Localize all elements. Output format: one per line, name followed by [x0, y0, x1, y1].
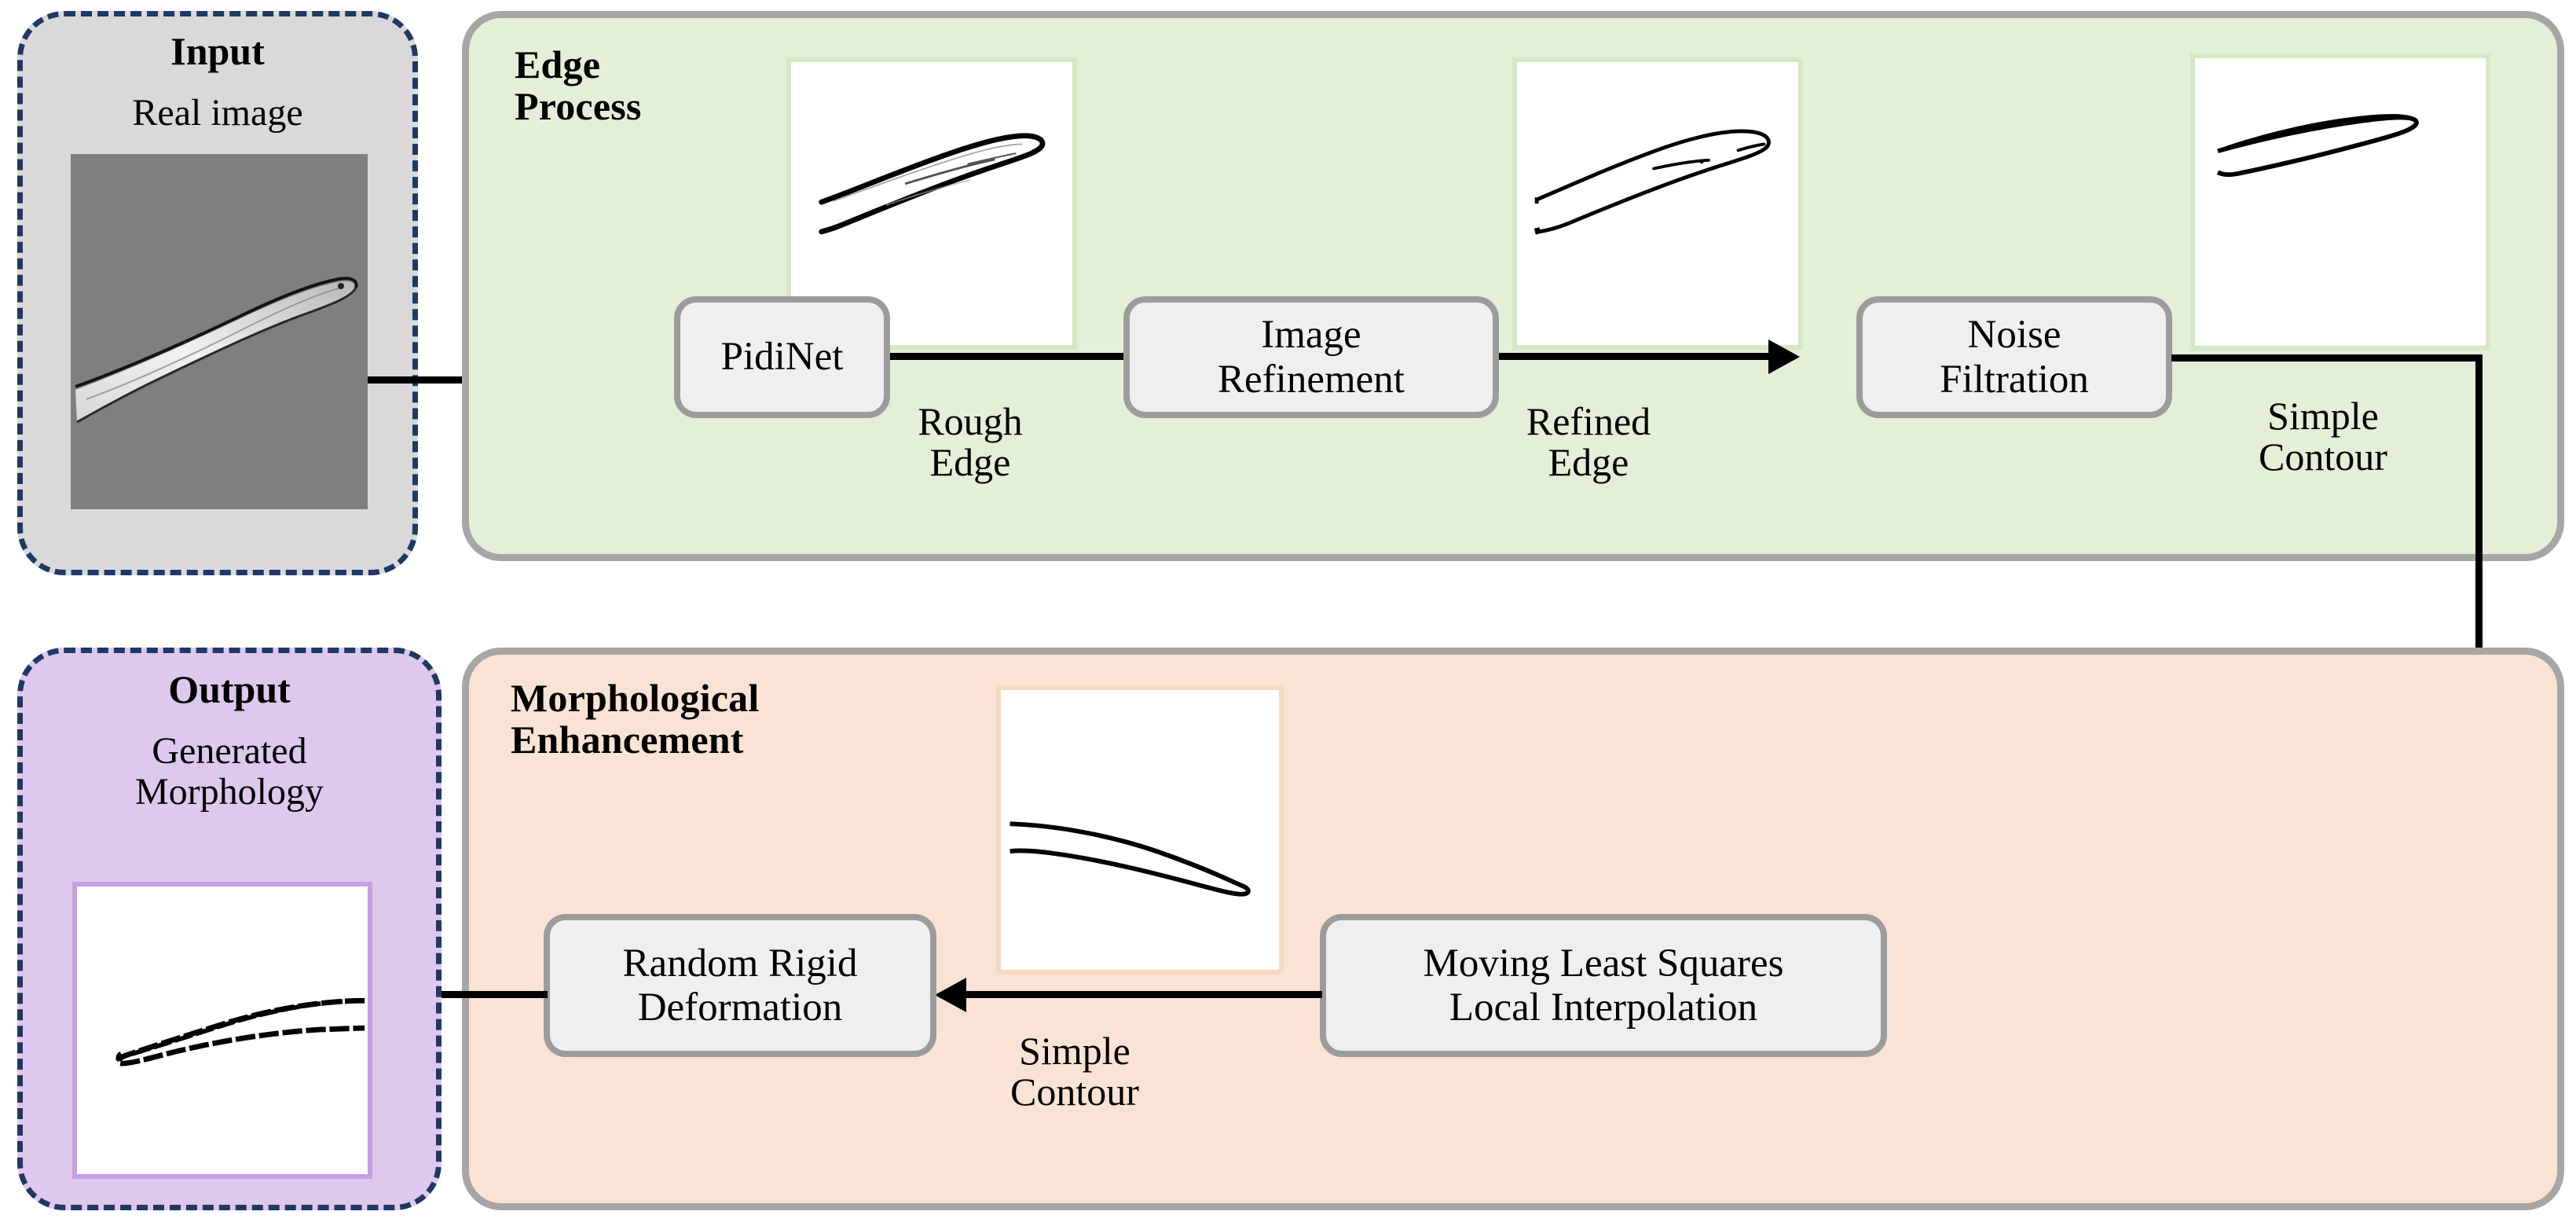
noise-filtration-line2: Filtration	[1940, 357, 2089, 402]
label-simple-contour-morph-line1: Simple	[1019, 1029, 1130, 1073]
arrow-refinement-to-noise-head	[1768, 340, 1800, 374]
input-image-caption: Real image	[132, 92, 303, 134]
arrow-mls-to-deformation-line	[965, 991, 1322, 998]
label-simple-contour-morph: Simple Contour	[949, 1030, 1200, 1112]
output-image-caption: Generated Morphology	[17, 731, 442, 813]
simple-contour-thumbnail	[2190, 53, 2490, 351]
arrow-deformation-to-output-line	[383, 991, 548, 998]
moving-least-squares-process-box[interactable]: Moving Least Squares Local Interpolation	[1320, 914, 1887, 1057]
morph-panel-title: Morphological Enhancement	[511, 677, 1061, 761]
mls-line2: Local Interpolation	[1449, 986, 1758, 1030]
label-rough-edge: Rough Edge	[852, 401, 1088, 483]
morph-panel-title-line1: Morphological	[511, 676, 760, 720]
label-rough-edge-line1: Rough	[918, 399, 1023, 443]
label-simple-contour-edge: Simple Contour	[2197, 395, 2449, 477]
image-refinement-line1: Image	[1261, 313, 1361, 358]
edge-process-title: Edge Process	[515, 44, 845, 127]
output-panel-title: Output	[168, 667, 291, 711]
connector-top-horizontal	[2171, 354, 2483, 362]
edge-process-title-line1: Edge	[515, 42, 601, 86]
output-caption-line1: Generated	[152, 730, 307, 772]
image-refinement-line2: Refinement	[1218, 357, 1405, 402]
pidinet-process-box[interactable]: PidiNet	[674, 296, 890, 418]
mls-line1: Moving Least Squares	[1423, 941, 1784, 986]
image-refinement-label: Image Refinement	[1218, 313, 1405, 401]
generated-morphology-thumbnail	[72, 882, 372, 1179]
rrd-line2: Deformation	[637, 986, 843, 1030]
label-simple-contour-edge-line1: Simple	[2267, 394, 2379, 438]
output-caption-line2: Morphology	[135, 770, 324, 813]
random-rigid-deformation-process-box[interactable]: Random Rigid Deformation	[544, 914, 936, 1057]
label-rough-edge-line2: Edge	[929, 440, 1011, 484]
label-refined-edge-line2: Edge	[1548, 440, 1629, 484]
noise-filtration-process-box[interactable]: Noise Filtration	[1856, 296, 2172, 418]
moving-least-squares-label: Moving Least Squares Local Interpolation	[1424, 942, 1784, 1030]
arrow-refinement-to-noise-line	[1499, 353, 1770, 360]
noise-filtration-line1: Noise	[1967, 313, 2061, 358]
refined-edge-thumbnail	[1512, 57, 1803, 350]
arrow-mls-to-deformation-head	[935, 978, 966, 1012]
edge-process-title-line2: Process	[515, 84, 642, 128]
pidinet-label: PidiNet	[720, 335, 844, 380]
label-simple-contour-edge-line2: Contour	[2259, 435, 2387, 479]
interpolated-contour-thumbnail	[996, 685, 1284, 975]
label-simple-contour-morph-line2: Contour	[1010, 1070, 1139, 1114]
noise-filtration-label: Noise Filtration	[1940, 313, 2089, 401]
arrow-pidinet-to-refinement-line	[890, 353, 1161, 360]
real-image-thumbnail	[71, 154, 368, 509]
random-rigid-deformation-label: Random Rigid Deformation	[623, 942, 858, 1030]
label-refined-edge-line1: Refined	[1526, 399, 1651, 443]
morph-panel-title-line2: Enhancement	[511, 718, 744, 762]
rrd-line1: Random Rigid	[622, 941, 858, 986]
label-refined-edge: Refined Edge	[1471, 401, 1706, 483]
input-panel-title: Input	[170, 29, 265, 73]
image-refinement-process-box[interactable]: Image Refinement	[1123, 296, 1499, 418]
